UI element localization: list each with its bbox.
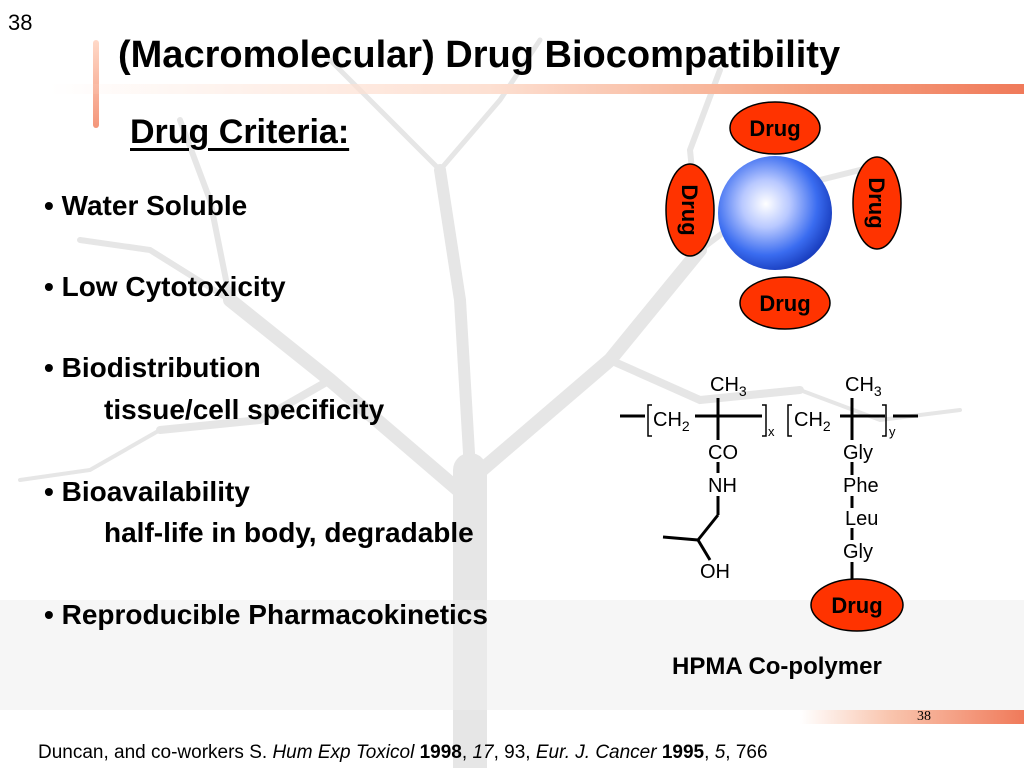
drug-label: Drug [759, 291, 810, 316]
criterion-biodistribution: • Biodistribution [44, 352, 261, 383]
criterion-low-cytotoxicity: • Low Cytotoxicity [44, 271, 286, 302]
co-label: CO [708, 442, 738, 464]
citation-volume-2: 5 [714, 742, 726, 763]
criterion-water-soluble: • Water Soluble [44, 190, 248, 221]
drug-left: Drug [665, 163, 715, 257]
citation-pages-1: 93, [504, 742, 531, 763]
criteria-heading: Drug Criteria: [130, 113, 350, 151]
slide-title: (Macromolecular) Drug Biocompatibility [118, 34, 841, 76]
drug-label: Drug [831, 593, 882, 618]
citation-year-1: 1998 [419, 742, 462, 763]
criterion-label: Water Soluble [61, 190, 248, 221]
drug-conjugate: Drug [810, 578, 904, 632]
criterion-pharmacokinetics: • Reproducible Pharmacokinetics [44, 599, 488, 630]
drug-label: Drug [677, 184, 702, 235]
drug-label: Drug [749, 116, 800, 141]
slide-number-bottom: 38 [917, 709, 931, 724]
criterion-label: Bioavailability [61, 476, 250, 507]
footer-accent-bar [800, 710, 1024, 724]
criterion-label: Low Cytotoxicity [61, 271, 286, 302]
citation-year-2: 1995 [661, 742, 705, 763]
nh-label: NH [708, 475, 737, 497]
drug-right: Drug [852, 156, 902, 250]
gly-label-1: Gly [843, 442, 873, 464]
ch2-label-1: CH2 [653, 409, 690, 434]
citation-volume-1: 17 [472, 742, 494, 763]
phe-label: Phe [843, 475, 879, 497]
drug-conjugate-diagram: Drug Drug Drug Drug CH3 CH [620, 101, 918, 632]
ch3-label-1: CH3 [710, 374, 747, 399]
leu-label: Leu [845, 508, 878, 530]
ch3-label-2: CH3 [845, 374, 882, 399]
citation-authors: Duncan, and co-workers S. [38, 742, 273, 763]
diagram-caption: HPMA Co-polymer [672, 653, 882, 680]
subscript-x: x [768, 424, 775, 439]
citation: Duncan, and co-workers S. Hum Exp Toxico… [38, 742, 768, 763]
repeat-brackets [647, 404, 887, 437]
criterion-bioavailability: • Bioavailability [44, 476, 250, 507]
drug-bottom: Drug [739, 276, 831, 330]
criterion-label: Biodistribution [61, 352, 261, 383]
citation-journal-1: Hum Exp Toxicol [272, 742, 415, 763]
polymer-backbone [620, 398, 918, 580]
ch2-label-2: CH2 [794, 409, 831, 434]
title-accent-bar [50, 84, 1024, 94]
drug-top: Drug [729, 101, 821, 155]
polymer-sphere [718, 156, 832, 270]
gly-label-2: Gly [843, 541, 873, 563]
criterion-biodistribution-detail: tissue/cell specificity [104, 394, 385, 425]
oh-label: OH [700, 561, 730, 583]
citation-journal-2: Eur. J. Cancer [535, 742, 657, 763]
subscript-y: y [889, 424, 896, 439]
drug-label: Drug [864, 177, 889, 228]
slide-number-top: 38 [8, 10, 33, 35]
citation-pages-2: 766 [735, 742, 768, 763]
criterion-bioavailability-detail: half-life in body, degradable [104, 517, 474, 548]
criterion-label: Reproducible Pharmacokinetics [61, 599, 488, 630]
